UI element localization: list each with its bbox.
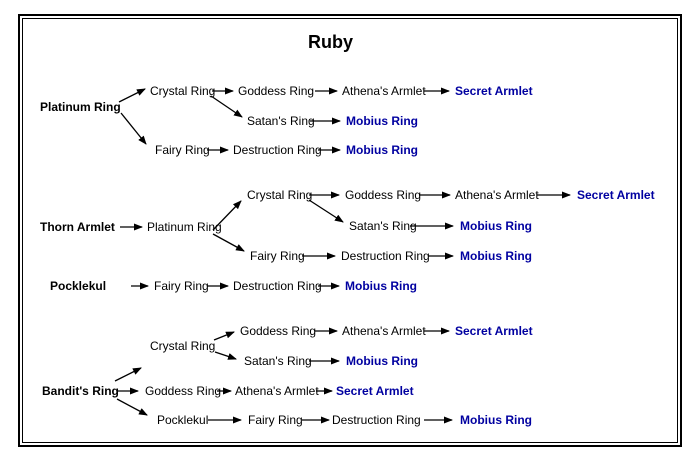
node-athenas-armlet-1: Athena's Armlet (342, 84, 426, 98)
arrow-platinum-ring-1-to-crystal-ring-1 (118, 88, 146, 103)
arrow-bandits-ring-to-pocklekul-2 (116, 398, 148, 416)
node-fairy-ring-2: Fairy Ring (250, 249, 305, 263)
node-fairy-ring-3: Fairy Ring (154, 279, 209, 293)
diagram-frame (18, 14, 682, 447)
node-fairy-ring-4: Fairy Ring (248, 413, 303, 427)
node-athenas-armlet-3: Athena's Armlet (342, 324, 426, 338)
node-mobius-ring-5: Mobius Ring (345, 279, 417, 293)
arrow-crystal-ring-3-to-satans-ring-3 (214, 351, 237, 360)
node-crystal-ring-3: Crystal Ring (150, 339, 216, 353)
arrow-platinum-ring-2-to-fairy-ring-2 (212, 233, 245, 252)
node-secret-armlet-2: Secret Armlet (577, 188, 655, 202)
node-mobius-ring-7: Mobius Ring (460, 413, 532, 427)
node-satans-ring-3: Satan's Ring (244, 354, 312, 368)
node-pocklekul-1: Pocklekul (50, 279, 107, 293)
arrow-platinum-ring-2-to-crystal-ring-2 (212, 200, 242, 231)
node-mobius-ring-6: Mobius Ring (346, 354, 418, 368)
node-secret-armlet-3: Secret Armlet (455, 324, 533, 338)
node-mobius-ring-2: Mobius Ring (346, 143, 418, 157)
arrow-bandits-ring-to-crystal-ring-3 (114, 367, 142, 382)
page-title: Ruby (308, 32, 353, 52)
diagram-frame-inner (22, 18, 678, 443)
node-secret-armlet-4: Secret Armlet (336, 384, 414, 398)
node-athenas-armlet-2: Athena's Armlet (455, 188, 539, 202)
arrow-crystal-ring-3-to-goddess-ring-3 (213, 331, 235, 341)
node-destruction-ring-4: Destruction Ring (332, 413, 421, 427)
node-mobius-ring-1: Mobius Ring (346, 114, 418, 128)
node-goddess-ring-3: Goddess Ring (240, 324, 317, 338)
arrow-crystal-ring-2-to-satans-ring-2 (308, 199, 344, 223)
node-athenas-armlet-4: Athena's Armlet (235, 384, 319, 398)
node-thorn-armlet: Thorn Armlet (40, 220, 115, 234)
node-mobius-ring-4: Mobius Ring (460, 249, 532, 263)
node-crystal-ring-1: Crystal Ring (150, 84, 216, 98)
node-destruction-ring-2: Destruction Ring (341, 249, 430, 263)
node-destruction-ring-1: Destruction Ring (233, 143, 322, 157)
node-goddess-ring-2: Goddess Ring (345, 188, 422, 202)
arrows-group (114, 87, 571, 424)
node-mobius-ring-3: Mobius Ring (460, 219, 532, 233)
node-crystal-ring-2: Crystal Ring (247, 188, 313, 202)
node-secret-armlet-1: Secret Armlet (455, 84, 533, 98)
node-fairy-ring-1: Fairy Ring (155, 143, 210, 157)
node-satans-ring-1: Satan's Ring (247, 114, 315, 128)
node-pocklekul-2: Pocklekul (157, 413, 209, 427)
node-platinum-ring-1: Platinum Ring (40, 100, 121, 114)
node-satans-ring-2: Satan's Ring (349, 219, 417, 233)
node-goddess-ring-1: Goddess Ring (238, 84, 315, 98)
arrow-platinum-ring-1-to-fairy-ring-1 (120, 112, 147, 145)
node-destruction-ring-3: Destruction Ring (233, 279, 322, 293)
node-platinum-ring-2: Platinum Ring (147, 220, 222, 234)
node-goddess-ring-4: Goddess Ring (145, 384, 222, 398)
arrow-crystal-ring-1-to-satans-ring-1 (210, 95, 243, 118)
node-bandits-ring: Bandit's Ring (42, 384, 119, 398)
